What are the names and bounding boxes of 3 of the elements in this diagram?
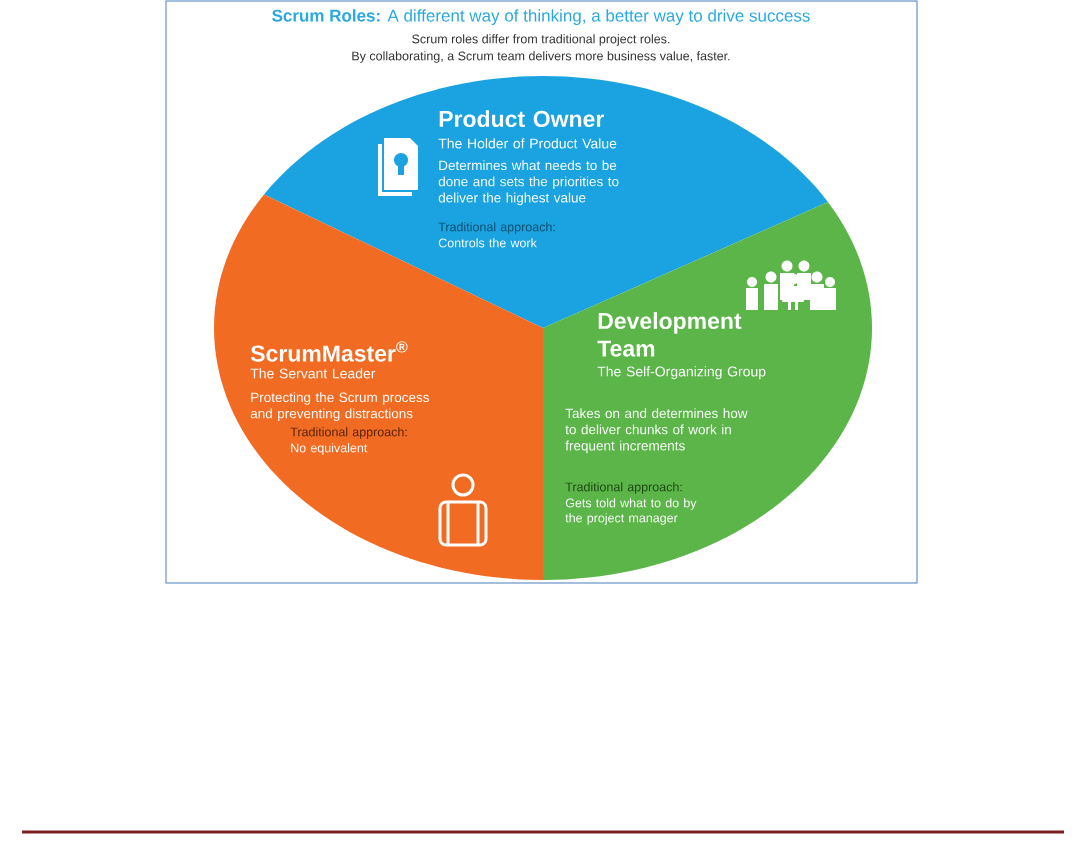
- subtitle: By collaborating, a Scrum team delivers more business value, faster.: [352, 51, 730, 63]
- subtitle: Scrum roles differ from traditional project roles.: [412, 34, 670, 46]
- title: Scrum Roles: A different way of thinking, a better way to drive success: [272, 9, 810, 26]
